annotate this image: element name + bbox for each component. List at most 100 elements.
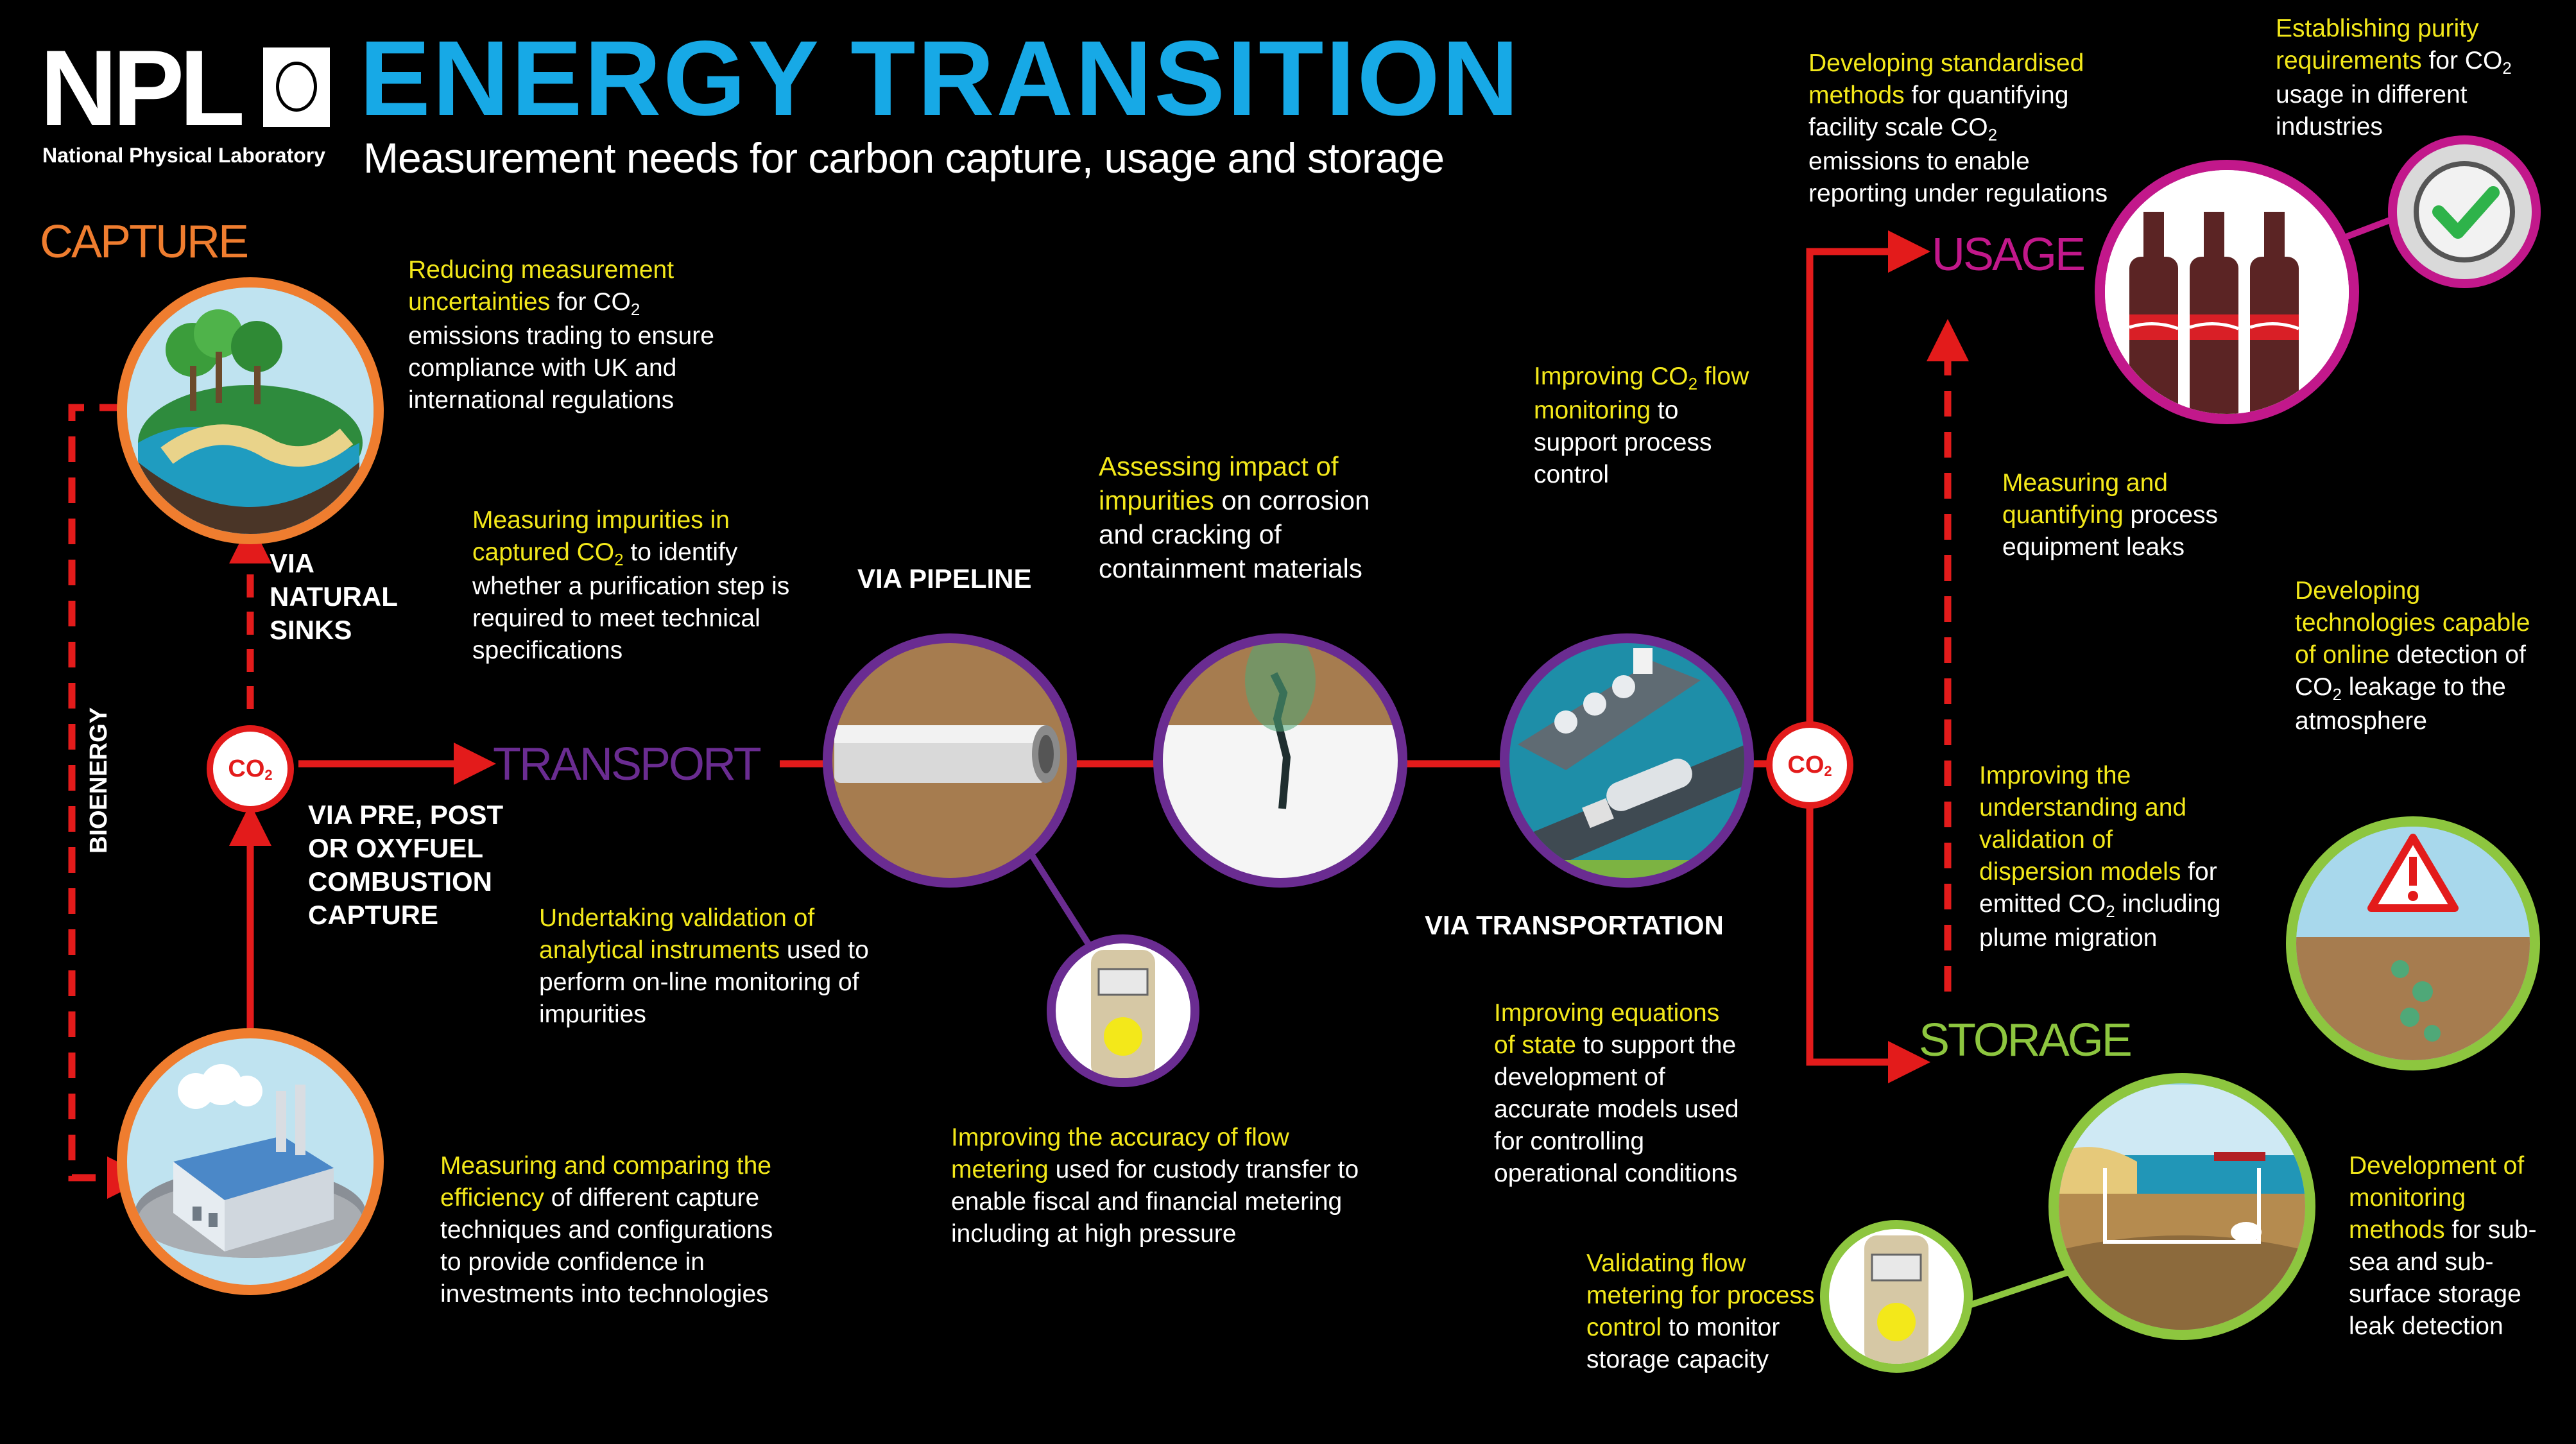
note-text: specifications bbox=[472, 637, 623, 664]
npl-logo-subtitle: National Physical Laboratory bbox=[42, 144, 326, 167]
crack-illustration bbox=[1153, 633, 1407, 888]
note-line: metering used for custody transfer to bbox=[951, 1154, 1359, 1186]
note-line: quantifying process bbox=[2002, 499, 2218, 531]
note-line: methods for quantifying bbox=[1808, 80, 2108, 112]
note-subscript: 2 bbox=[2332, 685, 2342, 704]
note-line: Improving equations bbox=[1494, 997, 1739, 1029]
note-line: usage in different bbox=[2276, 79, 2512, 111]
connector-sea-meter bbox=[1956, 1264, 2084, 1312]
note-text: usage in different bbox=[2276, 81, 2468, 108]
route-label-line: COMBUSTION bbox=[308, 866, 492, 897]
note-line: control bbox=[1534, 459, 1749, 491]
stage-usage-title: USAGE bbox=[1932, 229, 2086, 280]
note-text: required to meet technical bbox=[472, 605, 760, 632]
note-flow-metering-accuracy: Improving the accuracy of flow metering u… bbox=[951, 1122, 1359, 1250]
note-line: required to meet technical bbox=[472, 603, 789, 635]
note-text: to provide confidence in bbox=[440, 1248, 705, 1276]
note-text: surface storage bbox=[2349, 1280, 2521, 1308]
note-subscript: 2 bbox=[1688, 374, 1698, 393]
route-label-line: OR OXYFUEL bbox=[308, 833, 484, 863]
note-text: facility scale CO bbox=[1808, 114, 1988, 141]
note-line: containment materials bbox=[1099, 551, 1370, 585]
note-line: requirements for CO2 bbox=[2276, 45, 2512, 79]
connector-pipe-meter bbox=[1024, 845, 1097, 955]
note-line: whether a purification step is bbox=[472, 571, 789, 603]
route-label-line: VIA bbox=[270, 548, 315, 578]
npl-crest-icon bbox=[263, 47, 330, 127]
note-text: control bbox=[1534, 461, 1610, 488]
flow-meter-storage-illustration bbox=[1820, 1220, 1973, 1373]
note-text: techniques and configurations bbox=[440, 1216, 773, 1244]
note-line: Undertaking validation of bbox=[539, 902, 869, 934]
note-highlight: Improving the accuracy of flow bbox=[951, 1124, 1289, 1151]
note-text: for sub- bbox=[2444, 1216, 2537, 1244]
note-line: Development of bbox=[2349, 1150, 2537, 1182]
note-line: monitoring to bbox=[1534, 395, 1749, 427]
note-highlight: quantifying bbox=[2002, 501, 2124, 529]
note-highlight: Measuring and comparing the bbox=[440, 1152, 771, 1180]
co2-node-label: CO bbox=[228, 755, 265, 782]
note-text: including bbox=[2115, 890, 2221, 918]
note-highlight: understanding and bbox=[1979, 794, 2187, 821]
note-line: emissions to enable bbox=[1808, 146, 2108, 178]
note-highlight: requirements bbox=[2276, 47, 2422, 74]
stage-transport-title: TRANSPORT bbox=[493, 739, 762, 790]
note-line: reporting under regulations bbox=[1808, 178, 2108, 210]
note-line: Improving CO2 flow bbox=[1534, 361, 1749, 395]
route-label-line: CAPTURE bbox=[308, 900, 439, 930]
note-line: metering for process bbox=[1586, 1280, 1814, 1312]
route-label-line: NATURAL bbox=[270, 581, 398, 612]
note-line: to provide confidence in bbox=[440, 1246, 773, 1278]
note-highlight: Undertaking validation of bbox=[539, 904, 815, 932]
note-highlight: Improving equations bbox=[1494, 999, 1720, 1027]
note-line: Reducing measurement bbox=[408, 254, 714, 286]
note-line: of online detection of bbox=[2295, 639, 2530, 671]
note-text: detection of bbox=[2389, 641, 2526, 669]
note-text: containment materials bbox=[1099, 553, 1362, 583]
note-highlight: metering bbox=[951, 1156, 1049, 1183]
note-highlight: Measuring impurities in bbox=[472, 506, 730, 534]
note-text: plume migration bbox=[1979, 924, 2158, 952]
note-highlight: of online bbox=[2295, 641, 2390, 669]
note-highlight: of state bbox=[1494, 1031, 1576, 1059]
note-highlight: methods bbox=[2349, 1216, 2445, 1244]
note-text: of different capture bbox=[544, 1184, 760, 1212]
note-line: atmosphere bbox=[2295, 705, 2530, 737]
note-line: monitoring bbox=[2349, 1182, 2537, 1214]
note-highlight: technologies capable bbox=[2295, 609, 2530, 637]
note-highlight: flow bbox=[1697, 363, 1749, 390]
note-line: impurities on corrosion bbox=[1099, 483, 1370, 517]
route-label-natural-sinks: VIA NATURAL SINKS bbox=[270, 547, 398, 647]
note-line: methods for sub- bbox=[2349, 1214, 2537, 1246]
route-label-pipeline: VIA PIPELINE bbox=[857, 563, 1032, 594]
note-highlight: validation of bbox=[1979, 826, 2113, 854]
co2-node-subscript: 2 bbox=[1824, 763, 1832, 779]
note-text: for controlling bbox=[1494, 1128, 1645, 1155]
note-line: plume migration bbox=[1979, 922, 2220, 954]
note-highlight: captured CO bbox=[472, 538, 615, 566]
note-line: surface storage bbox=[2349, 1278, 2537, 1311]
stage-storage-title: STORAGE bbox=[1919, 1015, 2133, 1066]
ship-truck-illustration bbox=[1500, 633, 1754, 888]
note-line: captured CO2 to identify bbox=[472, 537, 789, 571]
note-text: industries bbox=[2276, 113, 2383, 141]
note-line: technologies capable bbox=[2295, 607, 2530, 639]
route-label-line: SINKS bbox=[270, 615, 352, 645]
note-text: equipment leaks bbox=[2002, 533, 2185, 561]
note-line: accurate models used bbox=[1494, 1094, 1739, 1126]
flow-line-storage bbox=[1806, 796, 1930, 1083]
page-subtitle: Measurement needs for carbon capture, us… bbox=[363, 134, 1445, 182]
note-text: compliance with UK and bbox=[408, 354, 677, 382]
subsea-storage-illustration bbox=[2048, 1073, 2315, 1340]
note-highlight: Validating flow bbox=[1586, 1250, 1746, 1277]
note-line: and cracking of bbox=[1099, 517, 1370, 551]
